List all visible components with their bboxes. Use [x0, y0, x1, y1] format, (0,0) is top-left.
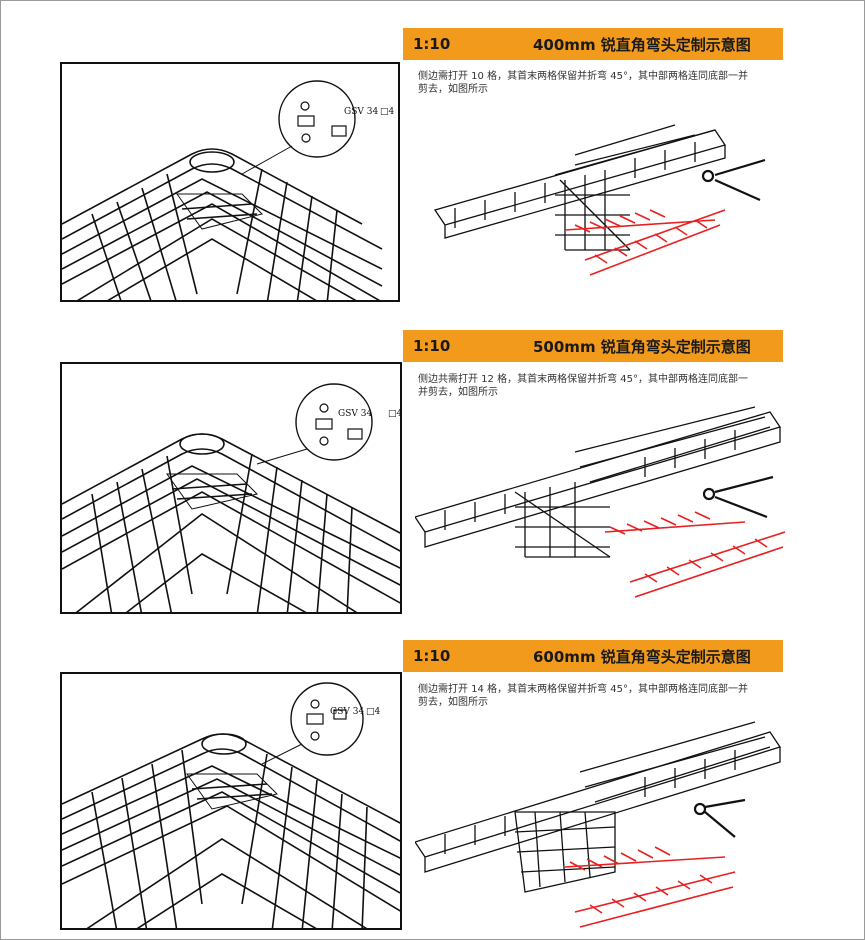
scale-ratio: 1:10: [413, 647, 451, 665]
section-banner: 1:10 400mm 锐直角弯头定制示意图: [403, 28, 783, 60]
section-description: 侧边需打开 14 格，其首末两格保留并折弯 45°，其中部两格连同底部一并剪去，…: [418, 684, 748, 708]
corner-detail-drawing: GSV 34 □4: [60, 62, 400, 302]
callout-label: GSV 34: [330, 707, 364, 717]
callout-suffix: □4: [366, 707, 381, 717]
callout-suffix: □4: [388, 409, 402, 419]
section-title: 500mm 锐直角弯头定制示意图: [533, 337, 751, 356]
section-banner: 1:10 600mm 锐直角弯头定制示意图: [403, 640, 783, 672]
section-title: 600mm 锐直角弯头定制示意图: [533, 647, 751, 666]
section-title: 400mm 锐直角弯头定制示意图: [533, 35, 751, 54]
cable-tray-corner-illustration: GSV 34 □4: [62, 80, 395, 300]
section-banner: 1:10 500mm 锐直角弯头定制示意图: [403, 330, 783, 362]
cutting-illustration: [413, 402, 786, 602]
callout-label: GSV 34: [344, 107, 378, 117]
corner-detail-drawing: GSV 34 □4: [60, 362, 402, 614]
callout-suffix: □4: [380, 107, 395, 117]
section-description: 侧边共需打开 12 格，其首末两格保留并折弯 45°，其中部两格连同底部一并剪去…: [418, 374, 748, 398]
cable-tray-corner-illustration: GSV 34 □4: [62, 682, 400, 928]
section-description: 侧边需打开 10 格，其首末两格保留并折弯 45°，其中部两格连同底部一并剪去，…: [418, 71, 748, 95]
tray-cutting-diagram: [433, 124, 766, 276]
callout-label: GSV 34: [338, 409, 372, 419]
scale-ratio: 1:10: [413, 35, 451, 53]
cable-tray-corner-illustration: GSV 34 □4: [62, 383, 402, 612]
tray-cutting-diagram: [413, 721, 782, 928]
cutting-illustration: [413, 712, 785, 928]
cutting-illustration: [415, 100, 785, 300]
scale-ratio: 1:10: [413, 337, 451, 355]
corner-detail-drawing: GSV 34 □4: [60, 672, 402, 930]
tray-cutting-diagram: [413, 406, 786, 598]
